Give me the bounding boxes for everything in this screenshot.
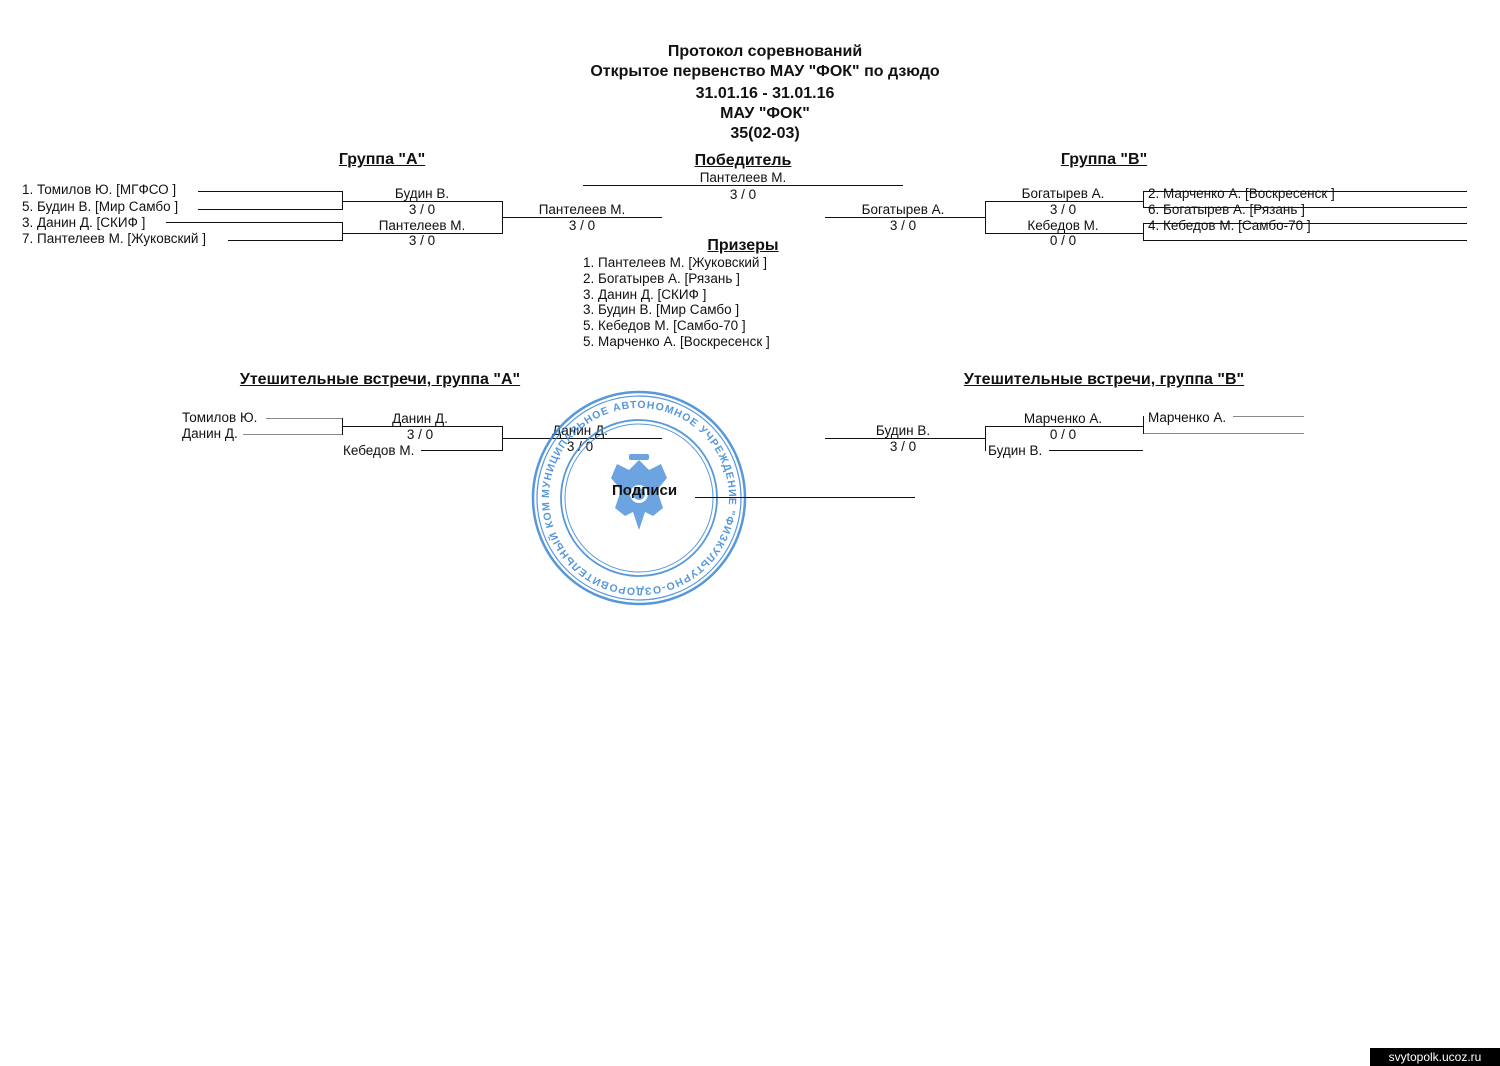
consolation-final-winner: Будин В. — [875, 423, 931, 438]
bracket-line — [985, 426, 1143, 427]
bracket-line — [1143, 433, 1304, 434]
consolation-b-title: Утешительные встречи, группа "В" — [963, 371, 1245, 388]
group-a-title: Группа "А" — [338, 151, 426, 168]
consolation-score: 3 / 0 — [406, 427, 434, 442]
prize-item: 5. Кебедов М. [Самбо-70 ] — [583, 318, 746, 333]
consolation-winner: Данин Д. — [392, 411, 448, 426]
consolation-player: Томилов Ю. — [182, 410, 258, 425]
consolation-score: 0 / 0 — [1049, 427, 1077, 442]
prize-item: 5. Марченко А. [Воскресенск ] — [583, 334, 770, 349]
group-final-winner: Пантелеев М. — [538, 202, 626, 217]
group-final-winner: Богатырев А. — [861, 202, 945, 217]
prize-item: 3. Данин Д. [СКИФ ] — [583, 287, 707, 302]
consolation-player: Кебедов М. — [343, 443, 415, 458]
bracket-line — [342, 233, 502, 234]
bracket-line — [985, 426, 986, 451]
group-a-entrant: 3. Данин Д. [СКИФ ] — [22, 215, 146, 230]
bracket-line — [502, 438, 662, 439]
bracket-line — [1143, 207, 1467, 208]
semi-score: 3 / 0 — [1049, 202, 1077, 217]
signature-line — [695, 497, 915, 498]
bracket-line — [342, 222, 343, 241]
semi-score: 0 / 0 — [1049, 233, 1077, 248]
bracket-line — [1233, 416, 1304, 417]
group-b-entrant: 6. Богатырев А. [Рязань ] — [1148, 202, 1305, 217]
semi-winner: Пантелеев М. — [378, 218, 466, 233]
bracket-line — [198, 209, 342, 210]
bracket-line — [266, 418, 342, 419]
prize-item: 1. Пантелеев М. [Жуковский ] — [583, 255, 767, 270]
eagle-emblem-icon — [611, 454, 667, 530]
signatures-label: Подписи — [612, 482, 678, 499]
consolation-player: Данин Д. — [182, 426, 238, 441]
consolation-final-score: 3 / 0 — [889, 439, 917, 454]
competition-venue: МАУ "ФОК" — [720, 105, 810, 122]
bracket-line — [985, 201, 1143, 202]
watermark: svytopolk.ucoz.ru — [1370, 1048, 1500, 1066]
bracket-line — [985, 233, 1143, 234]
group-a-entrant: 1. Томилов Ю. [МГФСО ] — [22, 182, 177, 197]
group-a-entrant: 5. Будин В. [Мир Самбо ] — [22, 199, 179, 214]
bracket-line — [1143, 240, 1467, 241]
semi-winner: Будин В. — [394, 186, 450, 201]
weight-category: 35(02-03) — [730, 125, 800, 142]
bracket-line — [1143, 223, 1144, 241]
bracket-line — [825, 217, 985, 218]
group-final-score: 3 / 0 — [889, 218, 917, 233]
winner-line — [583, 185, 903, 186]
bracket-line — [1143, 191, 1144, 208]
bracket-line — [502, 217, 662, 218]
group-b-entrant: 4. Кебедов М. [Самбо-70 ] — [1148, 218, 1311, 233]
group-a-entrant: 7. Пантелеев М. [Жуковский ] — [22, 231, 206, 246]
bracket-line — [342, 191, 343, 210]
bracket-line — [1143, 223, 1467, 224]
consolation-winner: Марченко А. — [1023, 411, 1103, 426]
winner-title: Победитель — [694, 152, 792, 169]
official-stamp: МУНИЦИПАЛЬНОЕ АВТОНОМНОЕ УЧРЕЖДЕНИЕ "ФИЗ… — [531, 390, 747, 606]
bracket-line — [1049, 450, 1143, 451]
bracket-line — [166, 222, 342, 223]
semi-score: 3 / 0 — [408, 202, 436, 217]
competition-dates: 31.01.16 - 31.01.16 — [695, 85, 835, 102]
prize-item: 3. Будин В. [Мир Самбо ] — [583, 302, 740, 317]
bracket-line — [985, 201, 986, 234]
semi-winner: Богатырев А. — [1021, 186, 1105, 201]
semi-score: 3 / 0 — [408, 233, 436, 248]
group-b-entrant: 2. Марченко А. [Воскресенск ] — [1148, 186, 1335, 201]
bracket-line — [1143, 191, 1467, 192]
competition-name: Открытое первенство МАУ "ФОК" по дзюдо — [590, 63, 940, 80]
consolation-player: Будин В. — [988, 443, 1043, 458]
bracket-line — [228, 240, 342, 241]
bracket-line — [198, 191, 342, 192]
doc-title: Протокол соревнований — [667, 43, 863, 60]
prize-item: 2. Богатырев А. [Рязань ] — [583, 271, 740, 286]
group-final-score: 3 / 0 — [568, 218, 596, 233]
group-b-title: Группа "В" — [1060, 151, 1148, 168]
consolation-player: Марченко А. — [1148, 410, 1227, 425]
bracket-line — [342, 426, 502, 427]
bracket-line — [342, 201, 502, 202]
prizes-title: Призеры — [707, 237, 779, 254]
winner-score: 3 / 0 — [729, 187, 757, 202]
bracket-line — [421, 450, 502, 451]
consolation-a-title: Утешительные встречи, группа "А" — [239, 371, 521, 388]
bracket-line — [1143, 416, 1144, 434]
bracket-line — [243, 434, 342, 435]
bracket-line — [825, 438, 985, 439]
winner-name: Пантелеев М. — [699, 170, 787, 185]
semi-winner: Кебедов М. — [1027, 218, 1099, 233]
